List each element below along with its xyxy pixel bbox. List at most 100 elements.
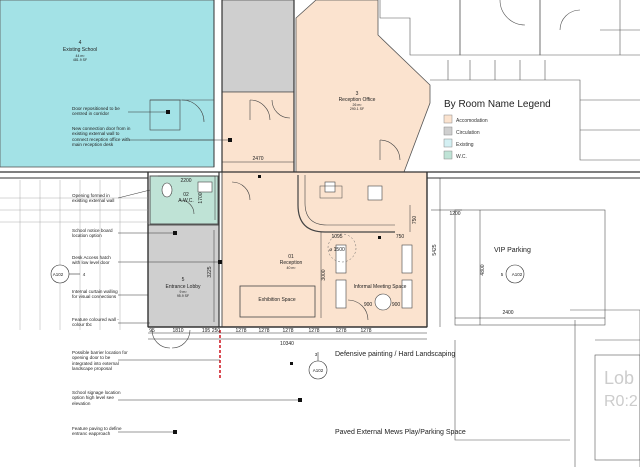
defensive-landscaping-label: Defensive painting / Hard Landscaping	[335, 351, 455, 358]
exhibition-space	[239, 285, 316, 318]
reception-room-area: 40 m²	[287, 266, 297, 270]
dim-1095: 1095	[331, 234, 342, 240]
legend-swatch-circulation	[443, 126, 453, 136]
annotation-notes: Door repositioned to be centred in corri…	[72, 106, 131, 437]
existing-school-room	[0, 0, 215, 168]
dim-2470: 2470	[252, 156, 263, 162]
dim-1500: ⌀ 1500	[329, 247, 345, 253]
legend-title: By Room Name Legend	[444, 99, 551, 110]
dim-1278-4: 1278	[308, 328, 319, 334]
note-opening-formed: Opening formed in existing external wall	[72, 193, 115, 204]
note-curtain-walling: Internal curtain walling for visual conn…	[72, 289, 118, 300]
wc-fixtures	[161, 181, 213, 198]
section-marker-left	[50, 264, 80, 284]
office-room-area: 26 m²	[353, 103, 363, 107]
note-desk-access: Desk Access hatch with low level door	[72, 255, 111, 266]
existing-building-outline	[379, 0, 640, 161]
dim-900a: 900	[364, 302, 373, 308]
dim-95: 95	[149, 328, 155, 334]
section-marker-bottom	[308, 352, 328, 380]
dim-1278-6: 1278	[360, 328, 371, 334]
office-room-area-sqft: 290.1 SF	[350, 107, 364, 111]
legend: By Room Name Legend Accomodation Circula…	[443, 99, 551, 160]
note-connection-door: New connection door from in existing ext…	[72, 126, 131, 148]
note-barrier-location: Possible barrier location for opening do…	[72, 350, 128, 372]
desk-chair	[324, 181, 336, 193]
turning-circle	[327, 233, 357, 263]
reception-room-name: Reception	[280, 260, 303, 266]
dim-10340: 10340	[280, 341, 294, 347]
lobby-door	[151, 329, 191, 349]
legend-label-accomodation: Accomodation	[456, 118, 488, 124]
school-room-number: 4	[79, 40, 82, 46]
school-room-name: Existing School	[63, 47, 97, 53]
lobby-room-area: 9 m²	[180, 290, 188, 294]
legend-swatch-accomodation	[443, 114, 453, 124]
dim-3000: 3000	[321, 269, 327, 280]
dim-1278-5: 1278	[335, 328, 346, 334]
section-a102-bottom: A102	[313, 368, 324, 373]
wc-room-name: A.W.C.	[178, 198, 194, 204]
reception-desk	[297, 175, 395, 233]
walls	[0, 0, 640, 328]
informal-meeting-furniture	[335, 244, 413, 311]
note-feature-wall: Feature coloured wall - colour tbc	[72, 317, 119, 328]
dim-3225: 3225	[207, 266, 213, 277]
lobby-room-area-sqft: 95.9 SF	[177, 294, 189, 298]
note-feature-paving: Feature paving to define entranc eapproa…	[72, 426, 122, 437]
office-room-number: 3	[356, 91, 359, 97]
dim-2400: 2400	[502, 310, 513, 316]
school-room-area-sqft: 481.9 SF	[73, 58, 87, 62]
vip-parking-label: VIP Parking	[494, 247, 531, 254]
exhibition-label: Exhibition Space	[258, 297, 295, 303]
dim-5425: 5425	[432, 244, 438, 255]
wc-room-number: 02	[183, 192, 189, 198]
lob-code-label: R0:2	[604, 393, 638, 410]
legend-label-existing: Existing	[456, 142, 474, 148]
dim-195: 195	[202, 328, 211, 334]
legend-label-wc: W.C.	[456, 154, 467, 160]
informal-meeting-label: Informal Meeting Space	[354, 284, 407, 290]
note-school-signage: School signage location option high leve…	[72, 390, 121, 406]
section-a102-right: A102	[512, 272, 523, 277]
section-num4: 4	[83, 272, 86, 277]
dimension-texts: 2470 2200 1700 5425 3225 1200 750 1095 ⌀…	[149, 156, 514, 347]
section-marker-right	[505, 264, 525, 284]
desk-chair	[319, 185, 343, 199]
parking-outline	[454, 209, 640, 467]
reception-room-number: 01	[288, 254, 294, 260]
dim-4800: 4800	[480, 264, 486, 275]
section-a102-left: A102	[53, 272, 64, 277]
legend-label-circulation: Circulation	[456, 130, 480, 136]
dim-900b: 900	[392, 302, 401, 308]
legend-swatch-wc	[443, 150, 453, 160]
dim-1810: 1810	[172, 328, 183, 334]
section-num5: 5	[501, 272, 504, 277]
dim-2200: 2200	[180, 178, 191, 184]
section-labels: A102 4 A102 5 A102 3	[53, 272, 523, 373]
lobby-room-number: 5	[182, 277, 185, 283]
dim-1278-1: 1278	[235, 328, 246, 334]
office-room-name: Reception Office	[339, 97, 376, 103]
note-notice-board: School notice board location option	[72, 228, 113, 239]
connector-corridor	[221, 91, 295, 173]
door-swings	[179, 99, 401, 321]
dim-1200: 1200	[449, 211, 460, 217]
lob-partial-label: Lob	[604, 368, 634, 388]
leader-markers	[166, 110, 381, 434]
note-door-repositioned: Door repositioned to be centred in corri…	[72, 106, 120, 117]
dim-250: 250	[212, 328, 221, 334]
dim-750: 750	[412, 216, 418, 225]
reception-desk-inner	[304, 175, 395, 226]
dim-1278-3: 1278	[282, 328, 293, 334]
legend-swatch-existing	[443, 138, 453, 148]
circulation-corridor	[221, 0, 295, 93]
paved-space-label: Paved External Mews Play/Parking Space	[335, 429, 466, 436]
room-labels: 4 Existing School 44 m² 481.9 SF 3 Recep…	[63, 40, 407, 303]
dim-1278-2: 1278	[258, 328, 269, 334]
dim-750b: 750	[396, 234, 405, 240]
school-room-area: 44 m²	[76, 54, 86, 58]
annotation-leaders	[117, 111, 300, 433]
lobby-room-name: Entrance Lobby	[165, 284, 201, 290]
